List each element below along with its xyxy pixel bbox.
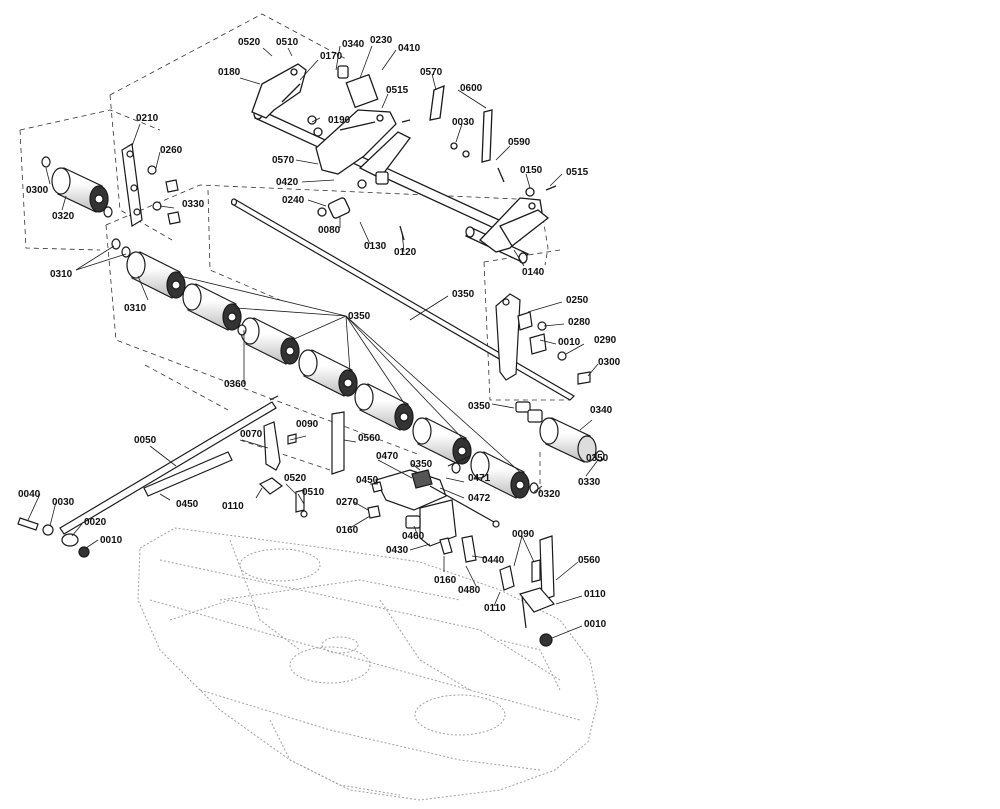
roller-top-left	[51, 167, 109, 213]
part-callout: 0450	[176, 499, 199, 510]
part-callout: 0230	[370, 35, 393, 46]
part-callout: 0330	[182, 199, 205, 210]
part-callout: 0515	[386, 85, 409, 96]
part-callout: 0120	[394, 247, 417, 258]
long-rod	[230, 198, 575, 401]
roller-set	[41, 156, 605, 499]
part-callout: 0180	[218, 67, 241, 78]
part-callout: 0110	[584, 589, 606, 600]
part-callout: 0440	[482, 555, 505, 566]
roller-3	[240, 317, 300, 365]
part-callout: 0130	[364, 241, 387, 252]
part-callout: 0160	[336, 525, 359, 536]
part-callout: 0410	[398, 43, 421, 54]
part-callout: 0140	[522, 267, 545, 278]
part-callout: 0240	[282, 195, 305, 206]
part-callout: 0310	[124, 303, 147, 314]
part-callout: 0590	[508, 137, 531, 148]
part-callout: 0420	[276, 177, 299, 188]
part-callout: 0300	[598, 357, 621, 368]
part-callout: 0340	[342, 39, 365, 50]
part-callout: 0520	[238, 37, 261, 48]
part-callout: 0340	[590, 405, 613, 416]
part-callout: 0300	[26, 185, 49, 196]
part-callout: 0350	[452, 289, 475, 300]
part-callout: 0560	[578, 555, 601, 566]
part-callout: 0350	[410, 459, 433, 470]
part-callout: 0560	[358, 433, 381, 444]
part-callout: 0090	[296, 419, 319, 430]
roller-right	[539, 417, 597, 463]
part-callout: 0050	[134, 435, 157, 446]
part-callout: 0250	[566, 295, 589, 306]
explode-lines	[19, 13, 570, 495]
part-callout: 0472	[468, 493, 491, 504]
part-callout: 0090	[512, 529, 535, 540]
part-callout: 0350	[468, 401, 491, 412]
part-callout: 0070	[240, 429, 263, 440]
part-callout: 0110	[222, 501, 244, 512]
leader-lines	[27, 45, 599, 639]
part-callout: 0020	[84, 517, 107, 528]
part-callout: 0030	[452, 117, 475, 128]
part-callout: 0515	[566, 167, 589, 178]
part-callout: 0360	[224, 379, 247, 390]
part-callout: 0320	[52, 211, 75, 222]
part-callout: 0010	[558, 337, 581, 348]
right-bracket-plate	[495, 293, 591, 423]
part-callout: 0010	[584, 619, 607, 630]
part-callout: 0471	[468, 473, 491, 484]
roller-2	[182, 283, 242, 331]
part-callout: 0320	[538, 489, 561, 500]
part-callout: 0210	[136, 113, 159, 124]
lower-linkage	[17, 395, 556, 647]
part-callout: 0570	[420, 67, 443, 78]
part-callout: 0270	[336, 497, 359, 508]
part-callout: 0080	[318, 225, 341, 236]
part-callout: 0600	[460, 83, 483, 94]
part-callout: 0010	[100, 535, 123, 546]
part-callout: 0510	[276, 37, 299, 48]
part-callout: 0330	[578, 477, 601, 488]
part-callout: 0460	[402, 531, 425, 542]
part-callout: 0190	[328, 115, 351, 126]
part-callout: 0430	[386, 545, 409, 556]
part-callout: 0290	[594, 335, 617, 346]
part-callout: 0450	[356, 475, 379, 486]
part-callout: 0170	[320, 51, 343, 62]
part-callout: 0280	[568, 317, 591, 328]
part-callout: 0350	[348, 311, 371, 322]
part-callout: 0470	[376, 451, 399, 462]
roller-1	[126, 251, 186, 299]
part-callout: 0110	[484, 603, 506, 614]
part-callout: 0040	[18, 489, 41, 500]
part-callout: 0030	[52, 497, 75, 508]
part-callout: 0480	[458, 585, 481, 596]
part-callout: 0520	[284, 473, 307, 484]
part-callout: 0310	[50, 269, 73, 280]
part-callout: 0260	[160, 145, 183, 156]
left-bracket-plate	[121, 143, 181, 227]
part-callout: 0510	[302, 487, 325, 498]
roller-5	[354, 383, 414, 431]
roller-7	[470, 451, 530, 499]
lift-shaft-assembly	[251, 63, 557, 264]
part-callout: 0570	[272, 155, 295, 166]
mower-deck-ghost	[137, 527, 599, 801]
part-callout: 0160	[434, 575, 457, 586]
part-callout: 0150	[520, 165, 543, 176]
roller-4	[298, 349, 358, 397]
part-callout: 0350	[586, 453, 609, 464]
